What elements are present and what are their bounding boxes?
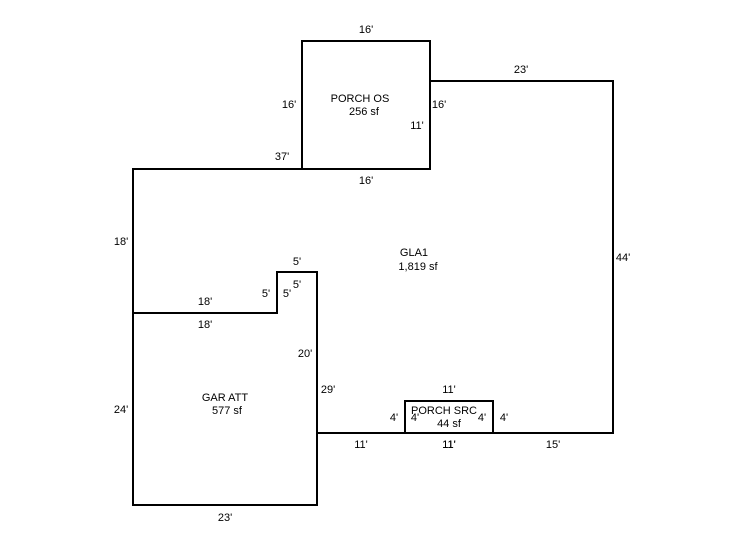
- gla1-size: 1,819 sf: [398, 261, 438, 273]
- dim-gla-left: 18': [114, 236, 128, 248]
- dim-src-right-outer: 4': [500, 412, 508, 424]
- dim-gla-top-left: 37': [275, 151, 289, 163]
- dim-porch-right-inner: 11': [410, 120, 424, 132]
- gla1-name: GLA1: [400, 247, 428, 259]
- dim-garage-side-bottom: 11': [354, 439, 368, 451]
- dim-porch-right-outer: 16': [432, 99, 446, 111]
- gar-att-name: GAR ATT: [202, 392, 249, 404]
- dim-notch-left-outer: 5': [262, 288, 270, 300]
- dim-garage-right-lower: 29': [321, 384, 335, 396]
- dim-garage-bottom: 23': [218, 512, 232, 524]
- porch-os-name: PORCH OS: [331, 93, 390, 105]
- dim-garage-right-upper: 20': [298, 348, 312, 360]
- porch-src-name: PORCH SRC: [411, 405, 477, 417]
- dim-src-left-outer: 4': [390, 412, 398, 424]
- porch-os-size: 256 sf: [349, 106, 380, 118]
- dim-src-left-inner: 4': [411, 412, 419, 424]
- dim-step-bottom: 18': [198, 319, 212, 331]
- dim-gla-top-right: 23': [514, 64, 528, 76]
- dim-src-bottom: 11': [442, 439, 456, 451]
- dim-notch-right-inner: 5': [293, 279, 301, 291]
- dim-src-right-inner: 4': [478, 412, 486, 424]
- dim-porch-left: 16': [282, 99, 296, 111]
- porch-os-outline: [301, 40, 431, 170]
- dim-gla-bottom-right: 15': [546, 439, 560, 451]
- dim-notch-top: 5': [293, 256, 301, 268]
- dim-notch-left-inner: 5': [283, 288, 291, 300]
- garage-outline: [132, 312, 318, 506]
- dim-step-top: 18': [198, 296, 212, 308]
- gar-att-size: 577 sf: [212, 405, 243, 417]
- dim-porch-top: 16': [359, 24, 373, 36]
- dim-porch-bottom: 16': [359, 175, 373, 187]
- gla1-outline: [132, 80, 614, 434]
- dim-garage-left: 24': [114, 404, 128, 416]
- dim-gla-right: 44': [616, 252, 630, 264]
- dim-gla-bottom-mid: 11': [442, 439, 456, 451]
- dim-src-top: 11': [442, 384, 456, 396]
- porch-src-size: 44 sf: [437, 418, 462, 430]
